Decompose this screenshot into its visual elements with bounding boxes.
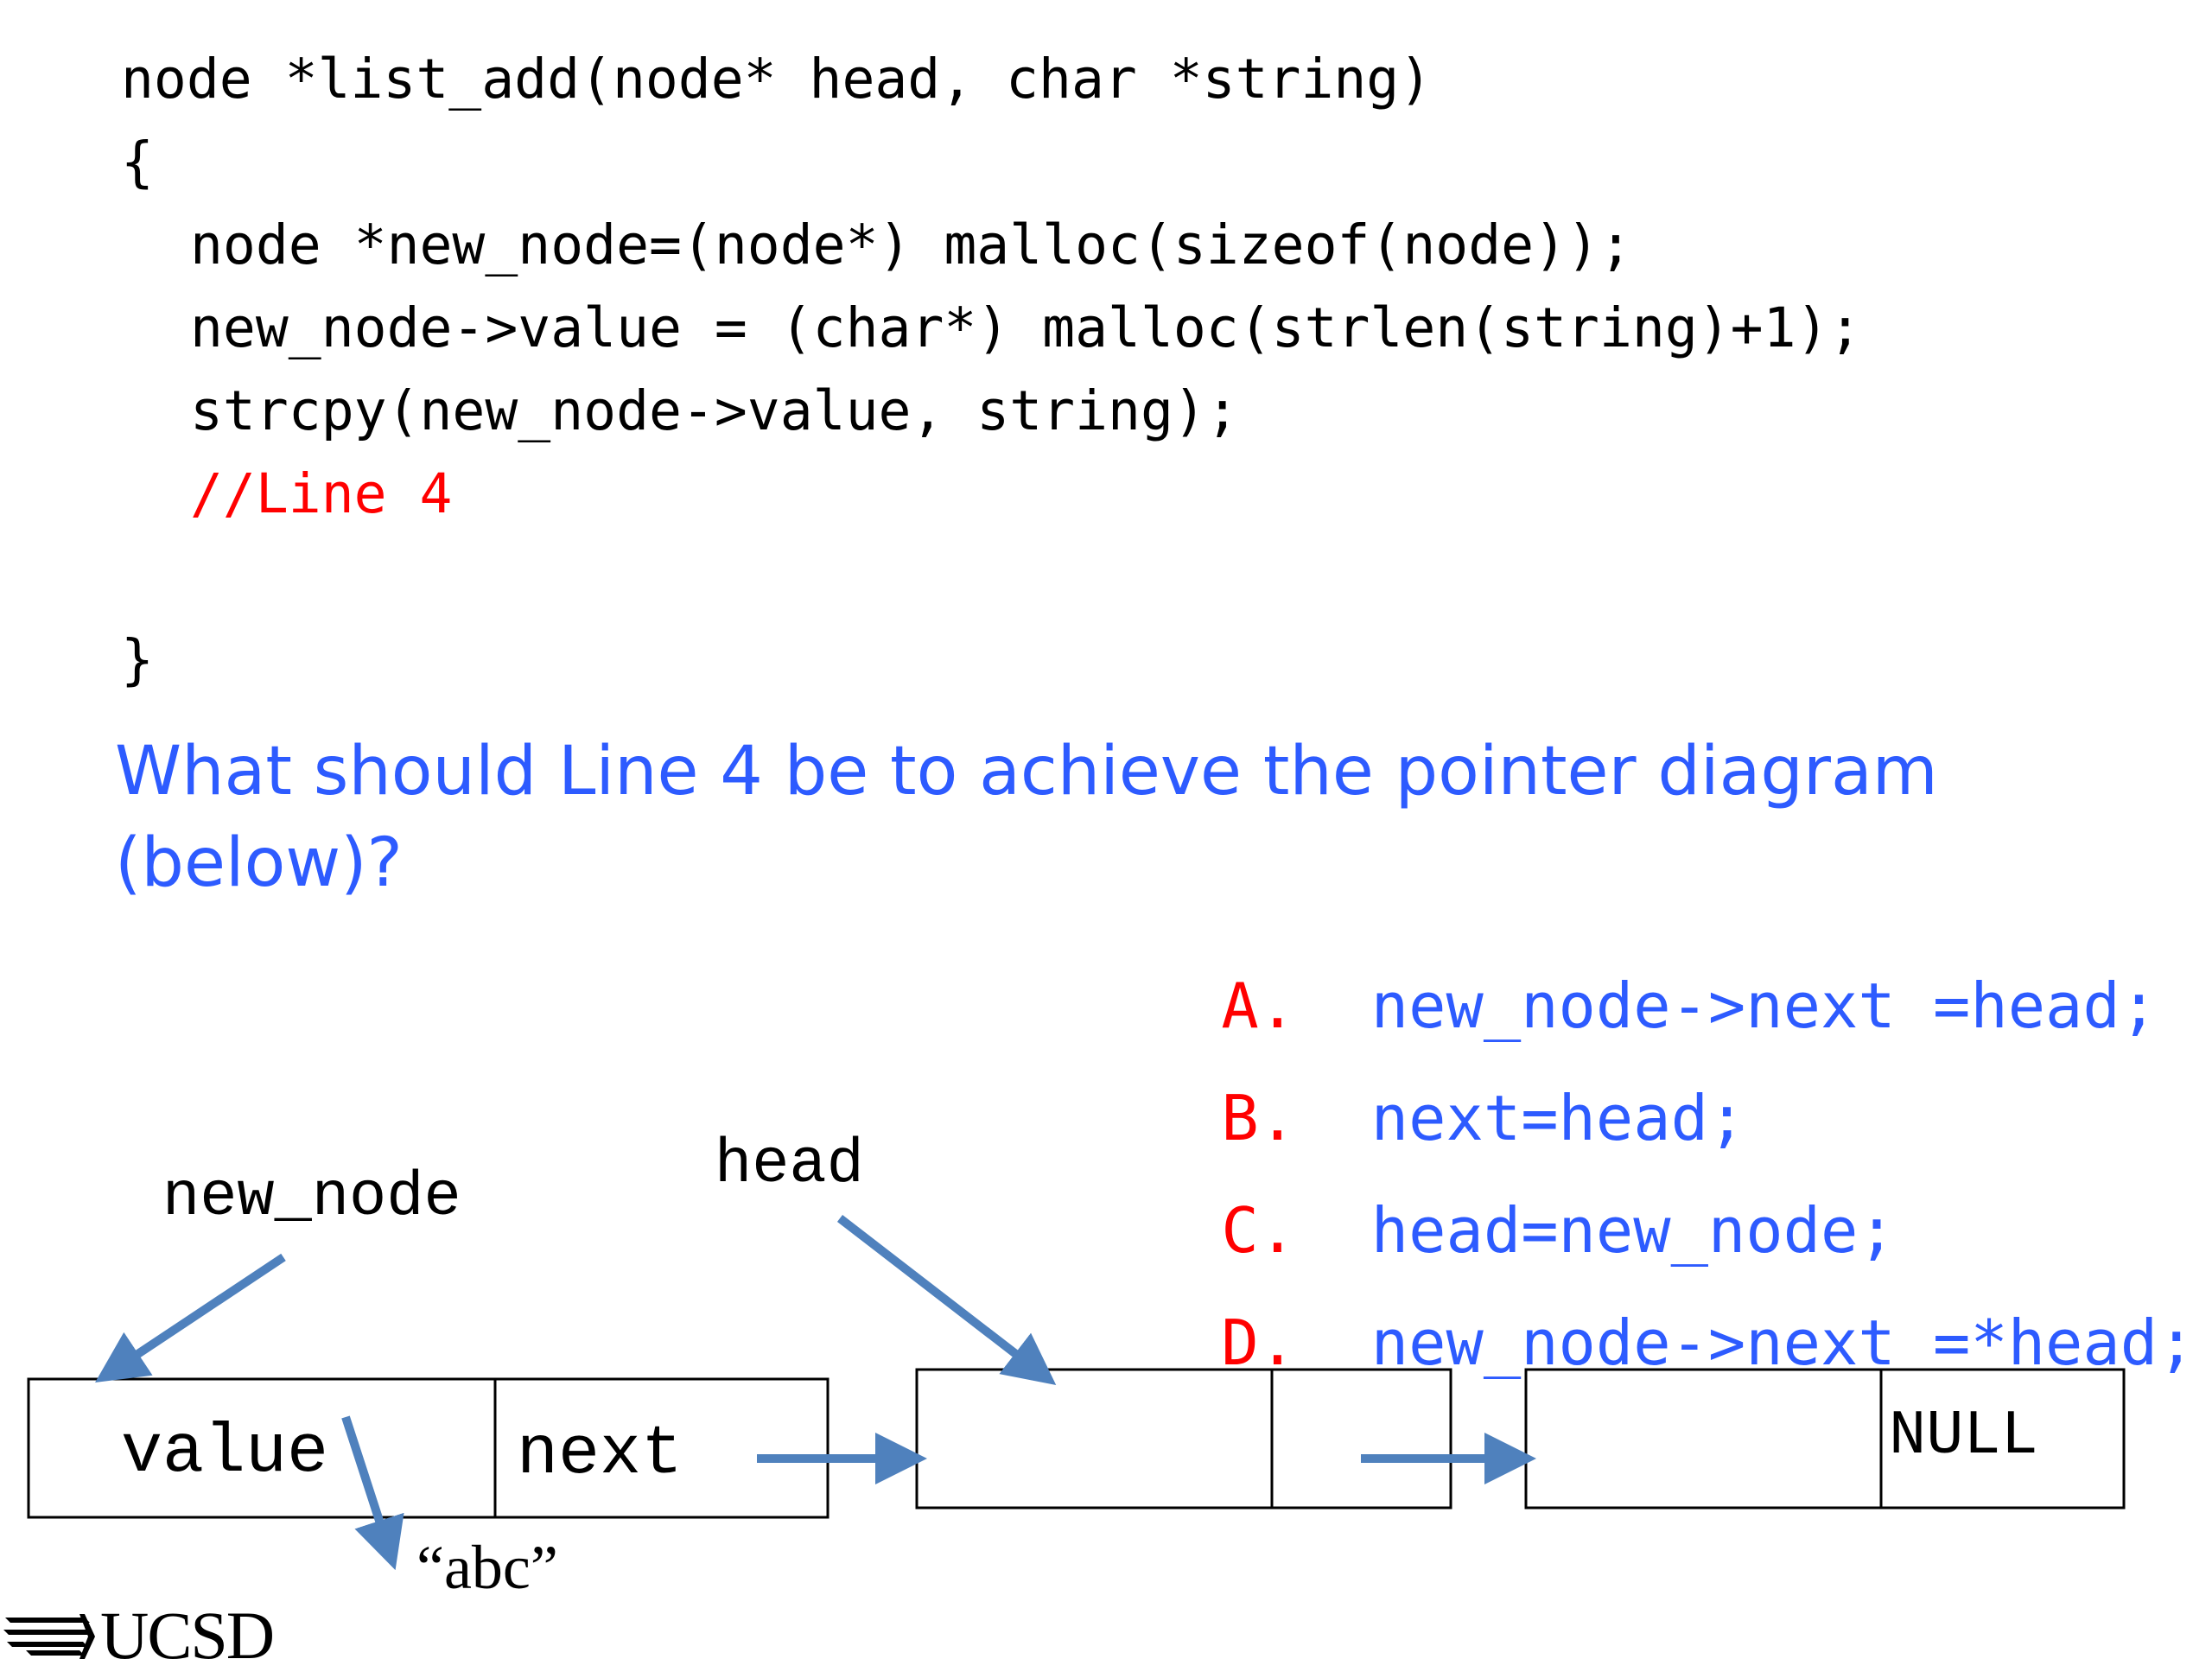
null-label: NULL: [1889, 1401, 2038, 1471]
code-open-brace: {: [121, 130, 154, 194]
value-pointer-arrow: [341, 1415, 404, 1571]
value-field-label: value: [121, 1414, 328, 1492]
ucsd-logo: UCSD: [0, 1598, 275, 1659]
code-close-brace: }: [121, 628, 154, 691]
head-label: head: [715, 1129, 864, 1200]
code-line-3: strcpy(new_node->value, string);: [190, 379, 1239, 442]
string-value-label: “abc”: [416, 1533, 558, 1602]
option-c-text: head=new_node;: [1370, 1194, 1896, 1267]
ucsd-logo-text: UCSD: [100, 1597, 275, 1659]
second-node-outline: [915, 1368, 1452, 1510]
new-node-box: value next: [27, 1377, 830, 1519]
option-d-letter: D.: [1221, 1306, 1297, 1379]
ucsd-trident-icon: [3, 1613, 95, 1659]
code-line-4-comment: //Line 4: [190, 462, 453, 525]
option-b[interactable]: B. next=head;: [1071, 983, 1745, 1253]
head-pointer-arrow: [836, 1215, 1057, 1385]
third-node-outline: [1524, 1368, 2126, 1510]
code-line-1: node *new_node=(node*) malloc(sizeof(nod…: [190, 213, 1632, 276]
new-node-pointer-arrow: [95, 1253, 286, 1382]
new-node-outline: [27, 1377, 830, 1519]
option-a[interactable]: A. new_node->next =head;: [1071, 871, 2158, 1141]
next-field-label: next: [517, 1415, 683, 1494]
option-a-text: new_node->next =head;: [1370, 969, 2158, 1042]
second-node-box: [915, 1368, 1452, 1510]
option-d-text: new_node->next =*head;: [1370, 1306, 2196, 1379]
option-c[interactable]: C. head=new_node;: [1071, 1096, 1896, 1365]
option-b-text: next=head;: [1370, 1082, 1746, 1154]
option-c-letter: C.: [1221, 1194, 1297, 1267]
code-line-2: new_node->value = (char*) malloc(strlen(…: [190, 296, 1862, 359]
option-b-letter: B.: [1221, 1082, 1297, 1154]
question-text: What should Line 4 be to achieve the poi…: [115, 733, 1938, 902]
code-signature: node *list_add(node* head, char *string): [121, 48, 1433, 111]
option-a-letter: A.: [1221, 969, 1297, 1042]
option-d[interactable]: D. new_node->next =*head;: [1071, 1208, 2195, 1478]
new-node-label: new_node: [162, 1162, 461, 1233]
third-node-box: NULL: [1524, 1368, 2126, 1510]
